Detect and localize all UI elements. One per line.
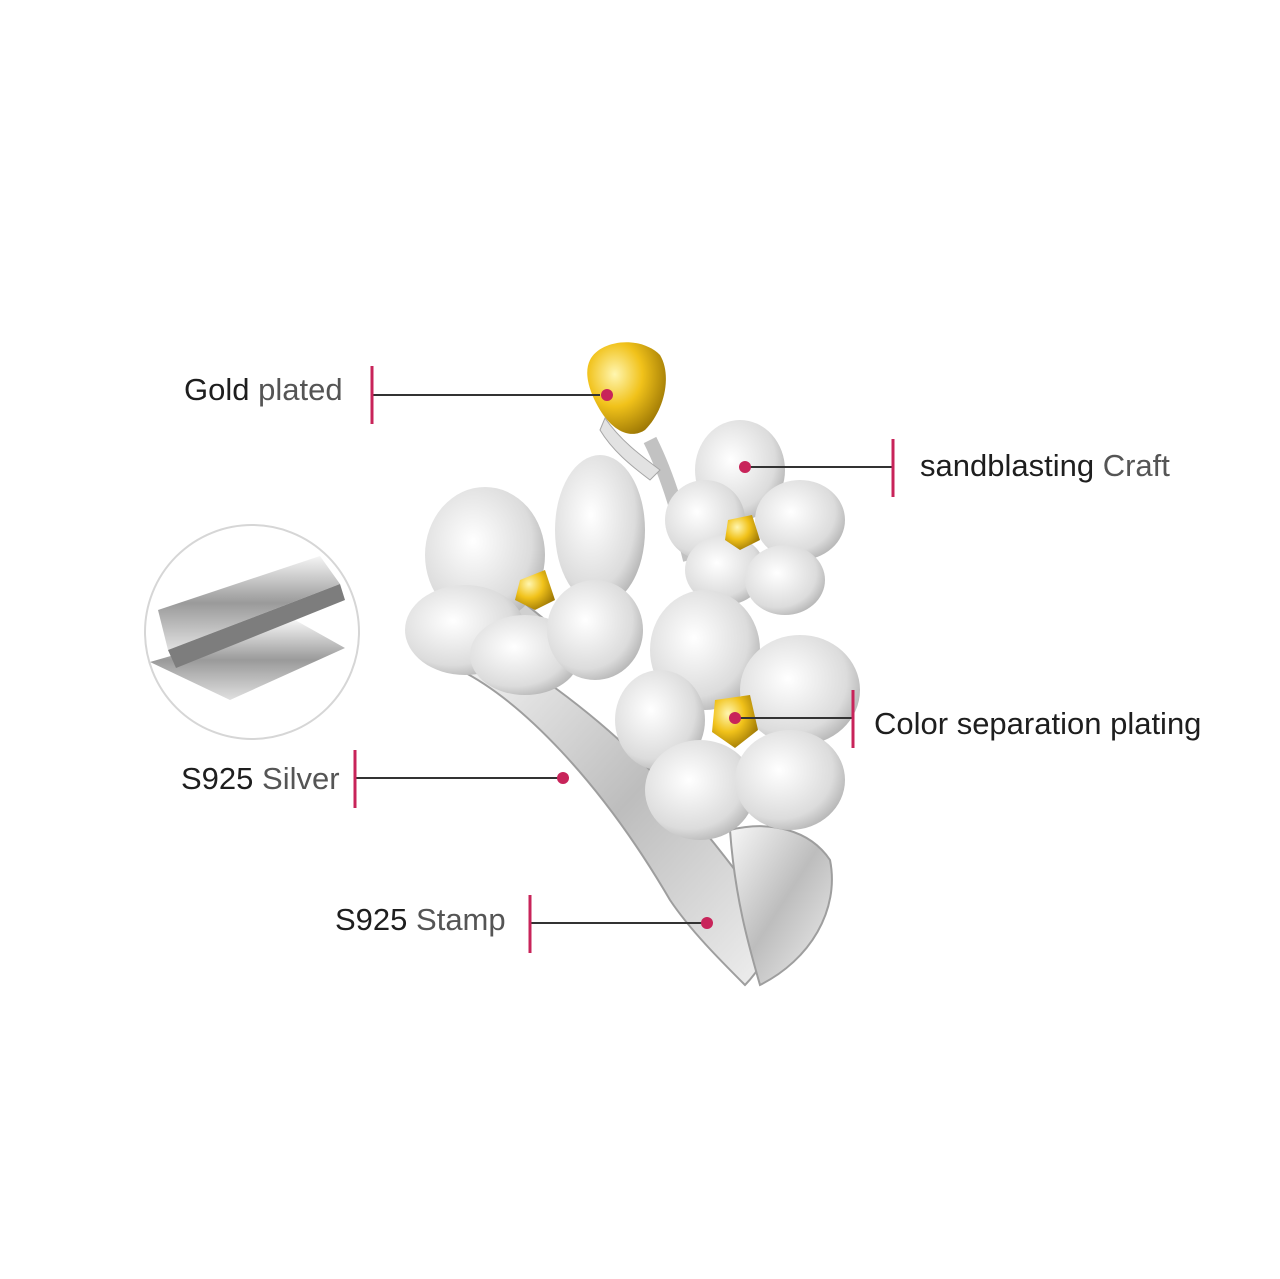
- callout-s925-stamp-bold: S925: [335, 902, 408, 937]
- callout-s925-stamp-light: Stamp: [416, 902, 506, 937]
- callout-s925-stamp: S925 Stamp: [335, 904, 506, 935]
- callout-gold-plated: Gold plated: [184, 374, 343, 405]
- flower-left: [405, 455, 645, 695]
- gold-bud: [587, 342, 666, 481]
- callout-sandblasting-bold: sandblasting: [920, 448, 1095, 483]
- callout-color-separation: Color separation plating: [874, 708, 1201, 739]
- silver-bar-inset: [144, 524, 360, 740]
- callout-color-separation-bold: Color separation plating: [874, 706, 1202, 741]
- callout-sandblasting: sandblasting Craft: [920, 450, 1170, 481]
- callout-lines: [355, 394, 893, 924]
- callout-s925-silver: S925 Silver: [181, 763, 340, 794]
- callout-ticks: [353, 366, 895, 953]
- callout-s925-silver-light: Silver: [262, 761, 340, 796]
- callout-gold-plated-light: plated: [258, 372, 343, 407]
- callout-sandblasting-light: Craft: [1102, 448, 1170, 483]
- callout-dots: [557, 389, 751, 929]
- flower-upper-right: [665, 420, 845, 615]
- callout-s925-silver-bold: S925: [181, 761, 254, 796]
- callout-gold-plated-bold: Gold: [184, 372, 250, 407]
